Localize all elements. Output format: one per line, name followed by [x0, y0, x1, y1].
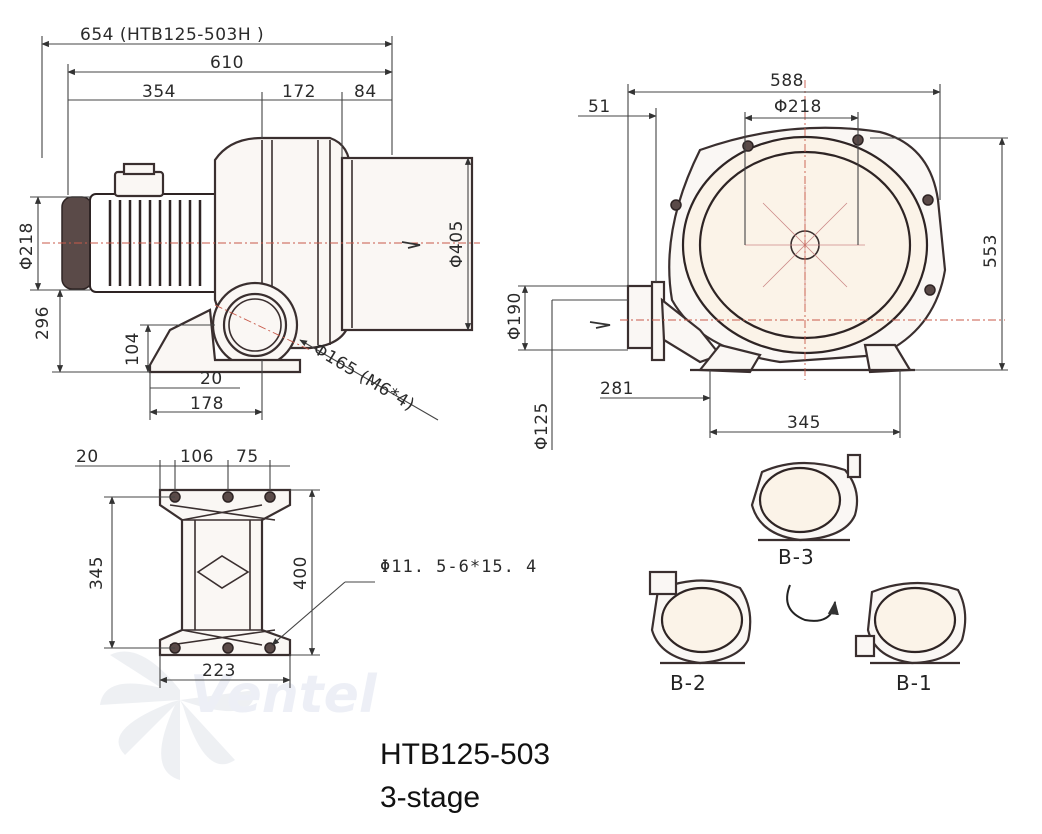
- stage-count: 3-stage: [380, 781, 481, 814]
- dim-base-b: 106: [180, 447, 214, 467]
- dim-length: 610: [210, 53, 244, 73]
- base-view: 20 106 75 345 400 223 Φ11. 5-6*15. 4: [75, 447, 537, 688]
- dim-front-height: 553: [981, 234, 1001, 268]
- dim-front-width: 588: [770, 71, 804, 91]
- dim-overall-length: 654 (HTB125-503H ): [80, 25, 264, 45]
- dim-base-width: 223: [202, 661, 236, 681]
- dim-motor-length: 354: [142, 82, 176, 102]
- side-view-dimensions: [30, 36, 472, 421]
- label-b1: B-1: [896, 671, 933, 695]
- dim-inlet-length: 281: [600, 379, 634, 399]
- dim-inlet-pipe: Φ125: [532, 402, 552, 450]
- orientation-b2: B-2: [648, 570, 752, 695]
- dim-foot-offset: 20: [200, 369, 223, 389]
- watermark-text: Ventel: [190, 665, 378, 725]
- dim-outlet-diameter: Φ405: [447, 220, 467, 268]
- dim-base-a: 20: [76, 447, 99, 467]
- model-name: HTB125-503: [380, 738, 551, 771]
- rotation-arrow-icon: [786, 584, 839, 622]
- dim-base-width: 345: [787, 413, 821, 433]
- blower-housing: [148, 136, 474, 374]
- dim-base-height: 104: [123, 332, 143, 366]
- label-b2: B-2: [670, 671, 707, 695]
- dim-inlet-flange: Φ165 (M6*4): [309, 339, 418, 415]
- side-view: 654 (HTB125-503H ) 610 354 172 84 Φ218 2…: [17, 25, 480, 421]
- dim-mounting-holes: Φ11. 5-6*15. 4: [380, 557, 537, 577]
- dim-base-outer: 400: [291, 556, 311, 590]
- dim-motor-diameter: Φ218: [17, 222, 37, 270]
- motor: [61, 162, 221, 293]
- dim-center-diameter: Φ218: [774, 97, 822, 117]
- orientation-b3: B-3: [750, 453, 862, 569]
- dim-front-offset: 51: [588, 97, 611, 117]
- front-view-dimensions: [518, 84, 1008, 450]
- dim-base-inner: 345: [87, 556, 107, 590]
- dim-foot-length: 178: [190, 394, 224, 414]
- dim-center-height: 296: [33, 306, 53, 340]
- label-b3: B-3: [778, 545, 815, 569]
- ventel-watermark-logo: Ventel: [100, 651, 378, 780]
- orientation-b1: B-1: [854, 581, 967, 695]
- dim-inlet-diameter: Φ190: [505, 292, 525, 340]
- base-view-dimensions: [75, 460, 375, 688]
- dim-outlet-length: 84: [354, 82, 377, 102]
- front-view: 588 51 Φ218 553 Φ190 Φ125 281 345: [505, 71, 1008, 450]
- dim-base-c: 75: [236, 447, 259, 467]
- dim-housing-length: 172: [282, 82, 316, 102]
